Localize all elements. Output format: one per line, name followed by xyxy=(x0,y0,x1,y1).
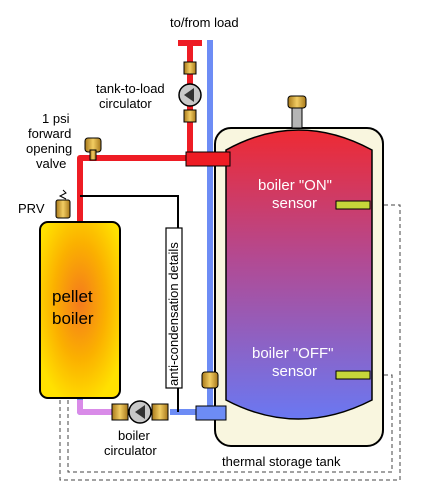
fwd-valve-label-3: opening xyxy=(26,141,72,156)
boiler-on-sensor xyxy=(335,200,371,210)
anti-condensation-details-box xyxy=(165,227,183,389)
boiler-label-2: boiler xyxy=(52,309,94,328)
tank-return-tee xyxy=(195,405,227,421)
fwd-valve-label-1: 1 psi xyxy=(42,111,70,126)
tank-to-load-circulator xyxy=(178,40,202,123)
boiler-circulator-label-1: boiler xyxy=(118,428,150,443)
boiler-off-label-2: sensor xyxy=(272,363,317,380)
storage-tank-label: thermal storage tank xyxy=(222,454,341,469)
boiler-off-sensor xyxy=(335,370,371,380)
boiler-circulator-label-2: circulator xyxy=(104,443,157,458)
tank-supply-tee xyxy=(185,151,231,167)
boiler-label-1: pellet xyxy=(52,287,93,306)
hot-supply-piping xyxy=(77,40,228,250)
pellet-boiler xyxy=(39,221,121,399)
prv-label: PRV xyxy=(18,201,45,216)
anti-condensation-label: anti-condensation details xyxy=(166,242,181,386)
boiler-circulator xyxy=(111,400,169,424)
thermal-storage-tank xyxy=(214,95,384,447)
boiler-return-piping xyxy=(77,400,112,415)
boiler-off-label-1: boiler "OFF" xyxy=(252,345,334,362)
tank-to-load-label-1: tank-to-load xyxy=(96,81,165,96)
fwd-valve-label-4: valve xyxy=(36,156,66,171)
fwd-valve-label-2: forward xyxy=(28,126,71,141)
to-from-load-label: to/from load xyxy=(170,15,239,30)
forward-opening-valve xyxy=(84,137,102,161)
sensor-wiring xyxy=(59,204,401,481)
anti-condensation-valve xyxy=(201,371,219,389)
prv xyxy=(55,189,71,219)
boiler-on-label-2: sensor xyxy=(272,195,317,212)
tank-to-load-label-2: circulator xyxy=(99,96,152,111)
boiler-on-label-1: boiler "ON" xyxy=(258,177,332,194)
